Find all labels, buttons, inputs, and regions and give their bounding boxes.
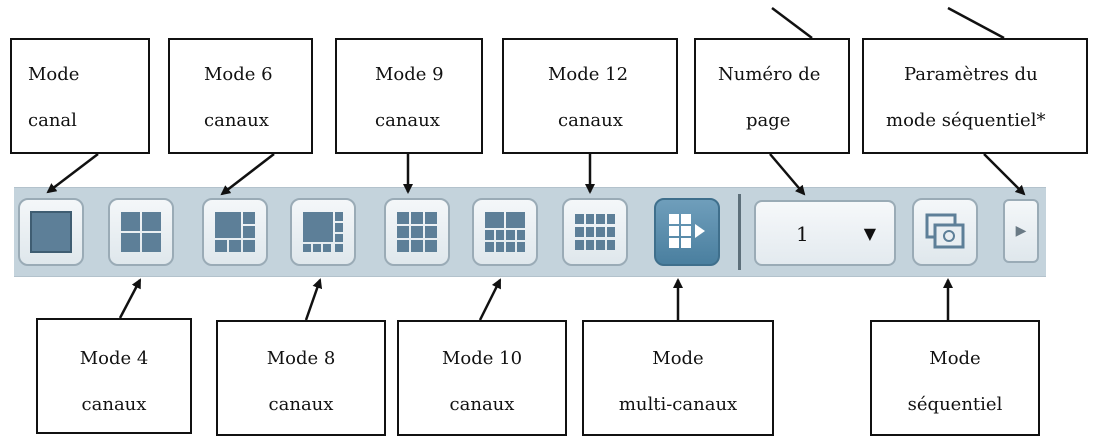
callout-mode-9-canaux: Mode 9 canaux [335,38,483,154]
nine-channel-mode-button[interactable] [384,198,450,266]
six-channel-mode-button[interactable] [202,198,268,266]
twelve-channel-mode-button[interactable] [562,198,628,266]
eight-channel-layout-icon [303,212,343,252]
sequential-mode-icon [925,213,965,249]
twelve-channel-layout-icon [575,214,615,250]
callout-mode-8-canaux: Mode 8 canaux [216,320,386,436]
eight-channel-mode-button[interactable] [290,198,356,266]
nine-channel-layout-icon [397,212,437,252]
callout-mode-6-canaux: Mode 6 canaux [168,38,313,154]
single-channel-layout-icon [30,211,72,253]
ten-channel-mode-button[interactable] [472,198,538,266]
callout-mode-sequentiel: Mode séquentiel [870,320,1040,436]
four-channel-mode-button[interactable] [108,198,174,266]
page-number-select[interactable]: 1 ▼ [754,200,896,266]
callout-mode-4-canaux: Mode 4 canaux [36,318,192,434]
multi-channel-mode-button[interactable] [654,198,720,266]
play-arrow-icon: ▶ [1015,223,1027,239]
toolbar-separator [738,194,741,270]
callout-parametres-sequentiel: Paramètres du mode séquentiel* [862,38,1088,154]
sequential-settings-button[interactable]: ▶ [1003,199,1039,263]
single-channel-mode-button[interactable] [18,198,84,266]
callout-mode-10-canaux: Mode 10 canaux [397,320,567,436]
multi-channel-layout-icon [669,214,705,248]
callout-mode-multi-canaux: Mode multi-canaux [582,320,774,436]
sequential-mode-button[interactable] [912,198,978,266]
six-channel-layout-icon [215,212,255,252]
callout-mode-12-canaux: Mode 12 canaux [502,38,678,154]
chevron-down-icon: ▼ [863,224,876,243]
channel-layout-toolbar: 1 ▼ ▶ [14,187,1046,277]
page-number-value: 1 [796,222,809,246]
callout-numero-de-page: Numéro de page [694,38,850,154]
ten-channel-layout-icon [485,212,525,252]
callout-mode-canal: Mode canal [10,38,150,154]
four-channel-layout-icon [121,212,161,252]
